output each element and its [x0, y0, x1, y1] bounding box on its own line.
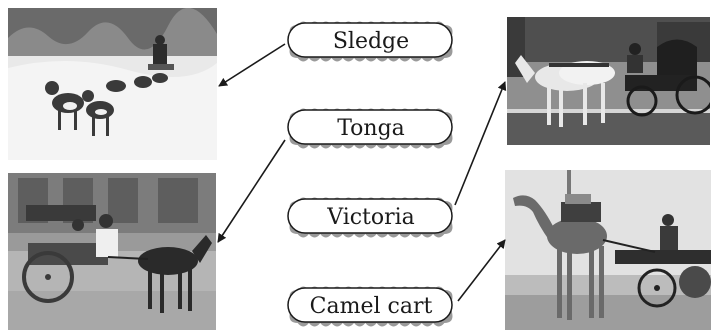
cloud-shape [287, 108, 453, 149]
photo-tonga [8, 173, 216, 330]
cloud-shape [287, 197, 453, 238]
photo-victoria [507, 17, 710, 145]
label-camel-cart-text: Camel cart [309, 293, 433, 319]
label-sledge: Sledge [282, 17, 460, 65]
cloud-shape [287, 21, 453, 62]
label-tonga: Tonga [282, 104, 460, 152]
label-tonga-text: Tonga [337, 115, 405, 141]
label-camel-cart: Camel cart [282, 282, 460, 330]
label-pill [287, 109, 453, 145]
arrow-camel-cart [457, 239, 506, 302]
label-victoria-text: Victoria [327, 204, 415, 230]
arrow-victoria [454, 81, 507, 206]
photo-dog-sledge [8, 8, 217, 160]
label-sledge-text: Sledge [332, 28, 410, 54]
label-pill [287, 22, 453, 58]
label-pill [287, 198, 453, 234]
label-pill [287, 287, 453, 323]
cloud-shape [287, 286, 453, 327]
arrow-tonga [217, 139, 286, 243]
photo-camel-cart [505, 170, 711, 330]
label-victoria: Victoria [282, 193, 460, 241]
arrow-sledge [218, 43, 286, 87]
